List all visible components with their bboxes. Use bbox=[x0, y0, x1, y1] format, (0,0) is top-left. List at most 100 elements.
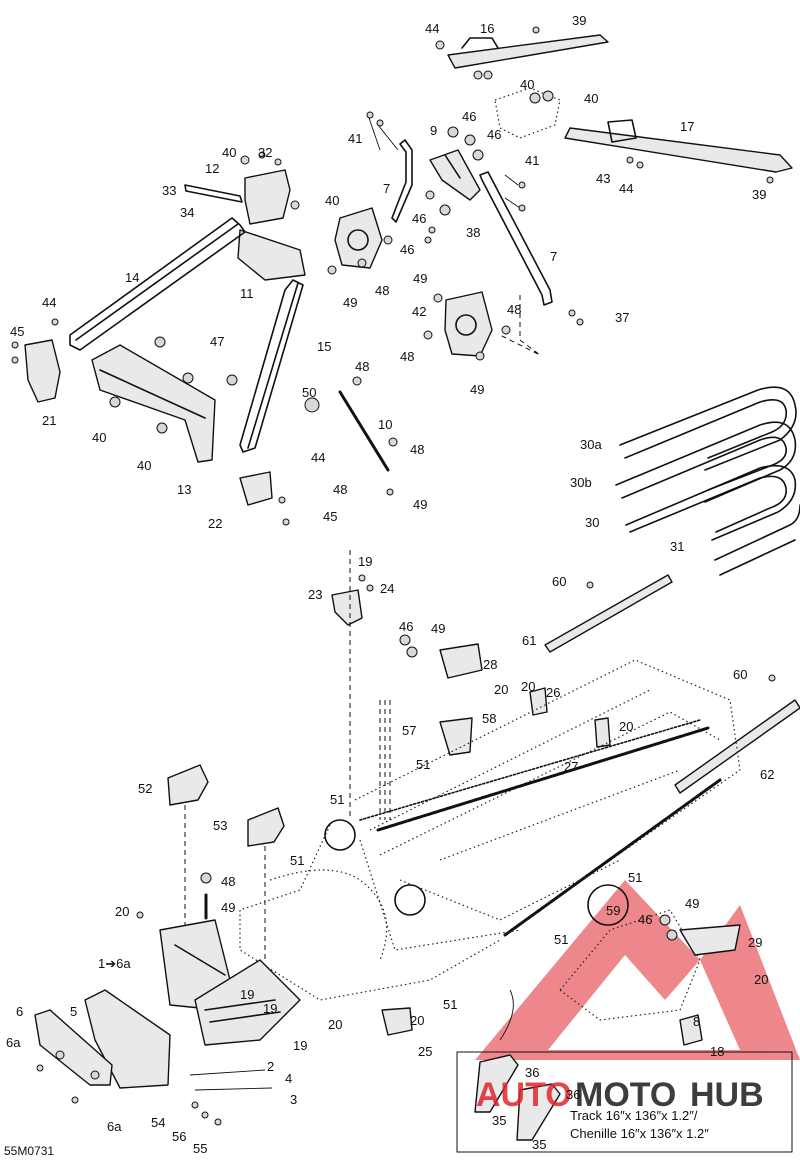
callout-49-80: 49 bbox=[221, 900, 235, 915]
callout-38-22: 38 bbox=[466, 225, 480, 240]
callout-60-59: 60 bbox=[552, 574, 566, 589]
callout-3-105: 3 bbox=[290, 1092, 297, 1107]
callout-61-62: 61 bbox=[522, 633, 536, 648]
callout-37-33: 37 bbox=[615, 310, 629, 325]
callout-24-57: 24 bbox=[380, 581, 394, 596]
callout-23-58: 23 bbox=[308, 587, 322, 602]
callout-39-2: 39 bbox=[572, 13, 586, 28]
callout-46-8: 46 bbox=[462, 109, 476, 124]
part-26-bracket bbox=[529, 687, 548, 716]
callout-40-14: 40 bbox=[222, 145, 236, 160]
callout-50-41: 50 bbox=[302, 385, 316, 400]
callout-27-71: 27 bbox=[564, 759, 578, 774]
callout-48-38: 48 bbox=[355, 359, 369, 374]
callout-30a-44: 30a bbox=[580, 437, 602, 452]
callout-39-13: 39 bbox=[752, 187, 766, 202]
part-6-plate bbox=[34, 1009, 113, 1086]
callout-17-5: 17 bbox=[680, 119, 694, 134]
callout-40-4: 40 bbox=[584, 91, 598, 106]
callout-49-61: 49 bbox=[431, 621, 445, 636]
callout-8-95: 8 bbox=[693, 1014, 700, 1029]
callout-51-77: 51 bbox=[290, 853, 304, 868]
svg-text:AUTO: AUTO bbox=[476, 1076, 572, 1114]
part-30-bumpers bbox=[615, 386, 800, 576]
callout-20-83: 20 bbox=[115, 904, 129, 919]
callout-11-26: 11 bbox=[240, 286, 254, 301]
callout-48-32: 48 bbox=[507, 302, 521, 317]
callout-22-53: 22 bbox=[208, 516, 222, 531]
callout-51-75: 51 bbox=[330, 792, 344, 807]
callout-49-27: 49 bbox=[343, 295, 357, 310]
callout-40-42: 40 bbox=[92, 430, 106, 445]
callout-46-84: 46 bbox=[638, 912, 652, 927]
callout-19-91: 19 bbox=[240, 987, 254, 1002]
callout-58-69: 58 bbox=[482, 711, 496, 726]
inset-caption-line2: Chenille 16″x 136″x 1.2″ bbox=[570, 1126, 709, 1141]
part-18-bracket bbox=[679, 1014, 703, 1046]
callout-26-67: 26 bbox=[546, 685, 560, 700]
callout-41-6: 41 bbox=[348, 131, 362, 146]
callout-20-66: 20 bbox=[494, 682, 508, 697]
callout-30b-50: 30b bbox=[570, 475, 592, 490]
callout-9-7: 9 bbox=[430, 123, 437, 138]
callout-16-1: 16 bbox=[480, 21, 494, 36]
part-16-bracket bbox=[435, 26, 609, 80]
callout-48-45: 48 bbox=[410, 442, 424, 457]
callout-20-96: 20 bbox=[328, 1017, 342, 1032]
callout-36-104: 36 bbox=[566, 1087, 580, 1102]
callout-4-103: 4 bbox=[285, 1071, 292, 1086]
callout-49-51: 49 bbox=[413, 497, 427, 512]
callout-28-63: 28 bbox=[483, 657, 497, 672]
callout-6-93: 6 bbox=[16, 1004, 23, 1019]
callout-46-60: 46 bbox=[399, 619, 413, 634]
callout-15-36: 15 bbox=[317, 339, 331, 354]
part-14-tube bbox=[69, 217, 246, 351]
callout-55-111: 55 bbox=[193, 1141, 207, 1156]
part-13-crossmember bbox=[91, 336, 238, 463]
part-5-plate bbox=[84, 989, 171, 1089]
callout-62-73: 62 bbox=[760, 767, 774, 782]
callout-35-110: 35 bbox=[532, 1137, 546, 1152]
callout-34-19: 34 bbox=[180, 205, 194, 220]
callout-46-21: 46 bbox=[412, 211, 426, 226]
callout-56-109: 56 bbox=[172, 1129, 186, 1144]
callout-10-43: 10 bbox=[378, 417, 392, 432]
callout-52-74: 52 bbox=[138, 781, 152, 796]
part-10-strut bbox=[304, 376, 398, 496]
callout-12-16: 12 bbox=[205, 161, 219, 176]
part-17-arm bbox=[564, 119, 793, 184]
part-52-block bbox=[167, 764, 209, 806]
bearing-housing-lower bbox=[423, 291, 511, 361]
callout-48-79: 48 bbox=[221, 874, 235, 889]
callout-43-11: 43 bbox=[596, 171, 610, 186]
callout-49-82: 49 bbox=[685, 896, 699, 911]
part-7-rods bbox=[391, 139, 553, 306]
callout-51-85: 51 bbox=[554, 932, 568, 947]
callout-32-15: 32 bbox=[258, 145, 272, 160]
callout-53-76: 53 bbox=[213, 818, 227, 833]
callout-44-0: 44 bbox=[425, 21, 439, 36]
callout-18-99: 18 bbox=[710, 1044, 724, 1059]
callout-35-106: 35 bbox=[492, 1113, 506, 1128]
part-28-bracket bbox=[439, 643, 483, 679]
bearing-housing-upper bbox=[327, 207, 393, 275]
part-25-bracket bbox=[381, 1007, 413, 1036]
part-62-rail bbox=[674, 699, 800, 794]
callout-49-29: 49 bbox=[413, 271, 427, 286]
callout-42-31: 42 bbox=[412, 304, 426, 319]
callout-21-40: 21 bbox=[42, 413, 56, 428]
callout-49-39: 49 bbox=[470, 382, 484, 397]
part-21-bracket bbox=[24, 339, 61, 403]
watermark-wordmark: AUTO MOTO HUB bbox=[476, 1076, 764, 1114]
track-inset-box bbox=[456, 989, 793, 1153]
callout-44-47: 44 bbox=[311, 450, 325, 465]
callout-60-64: 60 bbox=[733, 667, 747, 682]
callout-5-90: 5 bbox=[70, 1004, 77, 1019]
axle-bolts bbox=[189, 1069, 273, 1126]
callout-6a-100: 6a bbox=[6, 1035, 21, 1050]
bolts-41 bbox=[366, 111, 584, 326]
callout-6a-107: 6a bbox=[107, 1119, 122, 1134]
callout-44-12: 44 bbox=[619, 181, 633, 196]
